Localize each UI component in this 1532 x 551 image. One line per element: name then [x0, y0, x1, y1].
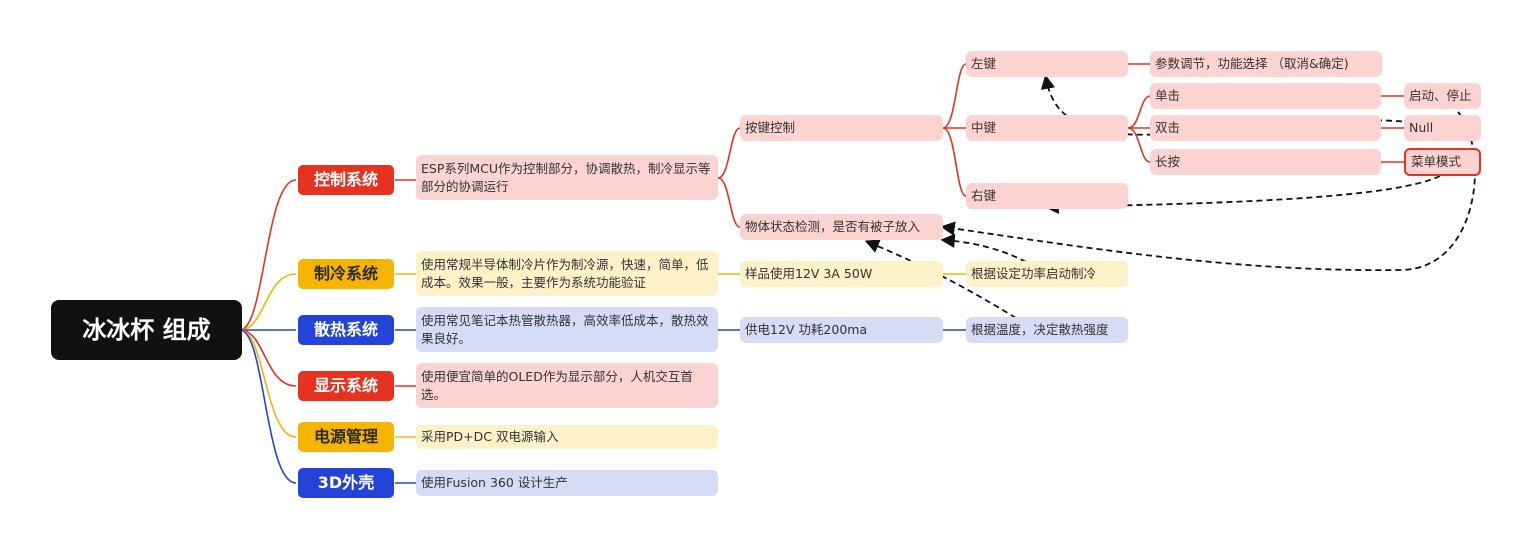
single-click-node[interactable]: 单击 [1150, 83, 1381, 109]
description-text: 使用常规半导体制冷片作为制冷源，快速，简单，低成本。效果一般，主要作为系统功能验… [421, 256, 709, 290]
system-node-control[interactable]: 控制系统 [298, 165, 394, 195]
heat-power-description[interactable]: 根据温度，决定散热强度 [966, 317, 1128, 343]
description-text: 使用Fusion 360 设计生产 [421, 475, 568, 490]
relation-menu-to-detect [940, 111, 1476, 272]
node-label: 参数调节，功能选择 （取消&确定) [1155, 56, 1349, 71]
link-middle-single [1127, 95, 1151, 129]
heat-description[interactable]: 使用常见笔记本热管散热器，高效率低成本，散热效果良好。 [416, 307, 718, 352]
link-root-display [239, 329, 297, 387]
relation-cooling-to-detect [940, 233, 1027, 263]
system-node-shell[interactable]: 3D外壳 [298, 468, 394, 498]
control-description[interactable]: ESP系列MCU作为控制部分，协调散热，制冷显示等部分的协调运行 [416, 155, 718, 200]
power-description[interactable]: 采用PD+DC 双电源输入 [416, 425, 718, 449]
left-key-node[interactable]: 左键 [966, 51, 1128, 77]
shell-description[interactable]: 使用Fusion 360 设计生产 [416, 470, 718, 496]
system-label: 3D外壳 [317, 473, 375, 492]
system-label: 显示系统 [313, 376, 378, 395]
relation-heat-to-detect [864, 239, 1017, 319]
cooling-description[interactable]: 使用常规半导体制冷片作为制冷源，快速，简单，低成本。效果一般，主要作为系统功能验… [416, 251, 718, 296]
node-label: 长按 [1155, 154, 1181, 169]
node-label: Null [1409, 120, 1434, 135]
node-label: 供电12V 功耗200ma [745, 322, 868, 337]
node-label: 根据温度，决定散热强度 [971, 322, 1109, 337]
node-label: 左键 [971, 56, 997, 71]
link-desc-detect [717, 177, 741, 228]
system-label: 电源管理 [313, 427, 378, 446]
link-root-shell [239, 329, 297, 484]
cooling-sample-node[interactable]: 样品使用12V 3A 50W [740, 261, 943, 287]
display-description[interactable]: 使用便宜简单的OLED作为显示部分，人机交互首选。 [416, 363, 718, 408]
node-label: 双击 [1155, 120, 1181, 135]
link-middle-long [1127, 127, 1151, 163]
long-press-node[interactable]: 长按 [1150, 149, 1381, 175]
node-label: 右键 [971, 188, 997, 203]
link-desc-buttons [717, 127, 741, 179]
middle-key-node[interactable]: 中键 [966, 115, 1128, 141]
description-text: 采用PD+DC 双电源输入 [421, 429, 559, 444]
system-label: 制冷系统 [313, 264, 378, 283]
object-detect-node[interactable]: 物体状态检测，是否有被子放入 [740, 214, 943, 240]
button-control-node[interactable]: 按键控制 [740, 115, 943, 141]
cooling-sample-description[interactable]: 根据设定功率启动制冷 [966, 261, 1128, 287]
system-label: 控制系统 [313, 170, 378, 189]
double-click-action[interactable]: Null [1404, 115, 1481, 141]
description-text: 使用常见笔记本热管散热器，高效率低成本，散热效果良好。 [421, 312, 709, 346]
heat-power-node[interactable]: 供电12V 功耗200ma [740, 317, 943, 343]
single-click-action[interactable]: 启动、停止 [1404, 83, 1481, 109]
long-press-action[interactable]: 菜单模式 [1404, 148, 1481, 176]
node-label: 物体状态检测，是否有被子放入 [745, 219, 921, 234]
node-label: 菜单模式 [1411, 154, 1462, 169]
link-buttons-right [942, 127, 967, 197]
right-key-node[interactable]: 右键 [966, 183, 1128, 209]
link-buttons-left [942, 63, 967, 129]
link-root-control [239, 179, 297, 331]
root-title: 冰冰杯 组成 [82, 316, 211, 344]
system-node-power[interactable]: 电源管理 [298, 422, 394, 452]
system-node-heat[interactable]: 散热系统 [298, 315, 394, 345]
system-node-display[interactable]: 显示系统 [298, 371, 394, 401]
description-text: ESP系列MCU作为控制部分，协调散热，制冷显示等部分的协调运行 [421, 160, 711, 194]
node-label: 启动、停止 [1409, 88, 1472, 103]
node-label: 中键 [971, 120, 997, 135]
node-label: 按键控制 [745, 120, 796, 135]
description-text: 使用便宜简单的OLED作为显示部分，人机交互首选。 [421, 368, 693, 402]
double-click-node[interactable]: 双击 [1150, 115, 1381, 141]
left-key-description[interactable]: 参数调节，功能选择 （取消&确定) [1150, 51, 1382, 77]
system-label: 散热系统 [313, 320, 378, 339]
node-label: 根据设定功率启动制冷 [971, 266, 1097, 281]
link-root-cooling [239, 273, 297, 331]
system-node-cooling[interactable]: 制冷系统 [298, 259, 394, 289]
node-label: 样品使用12V 3A 50W [745, 266, 873, 281]
mindmap-root[interactable]: 冰冰杯 组成 [51, 300, 242, 360]
node-label: 单击 [1155, 88, 1181, 103]
